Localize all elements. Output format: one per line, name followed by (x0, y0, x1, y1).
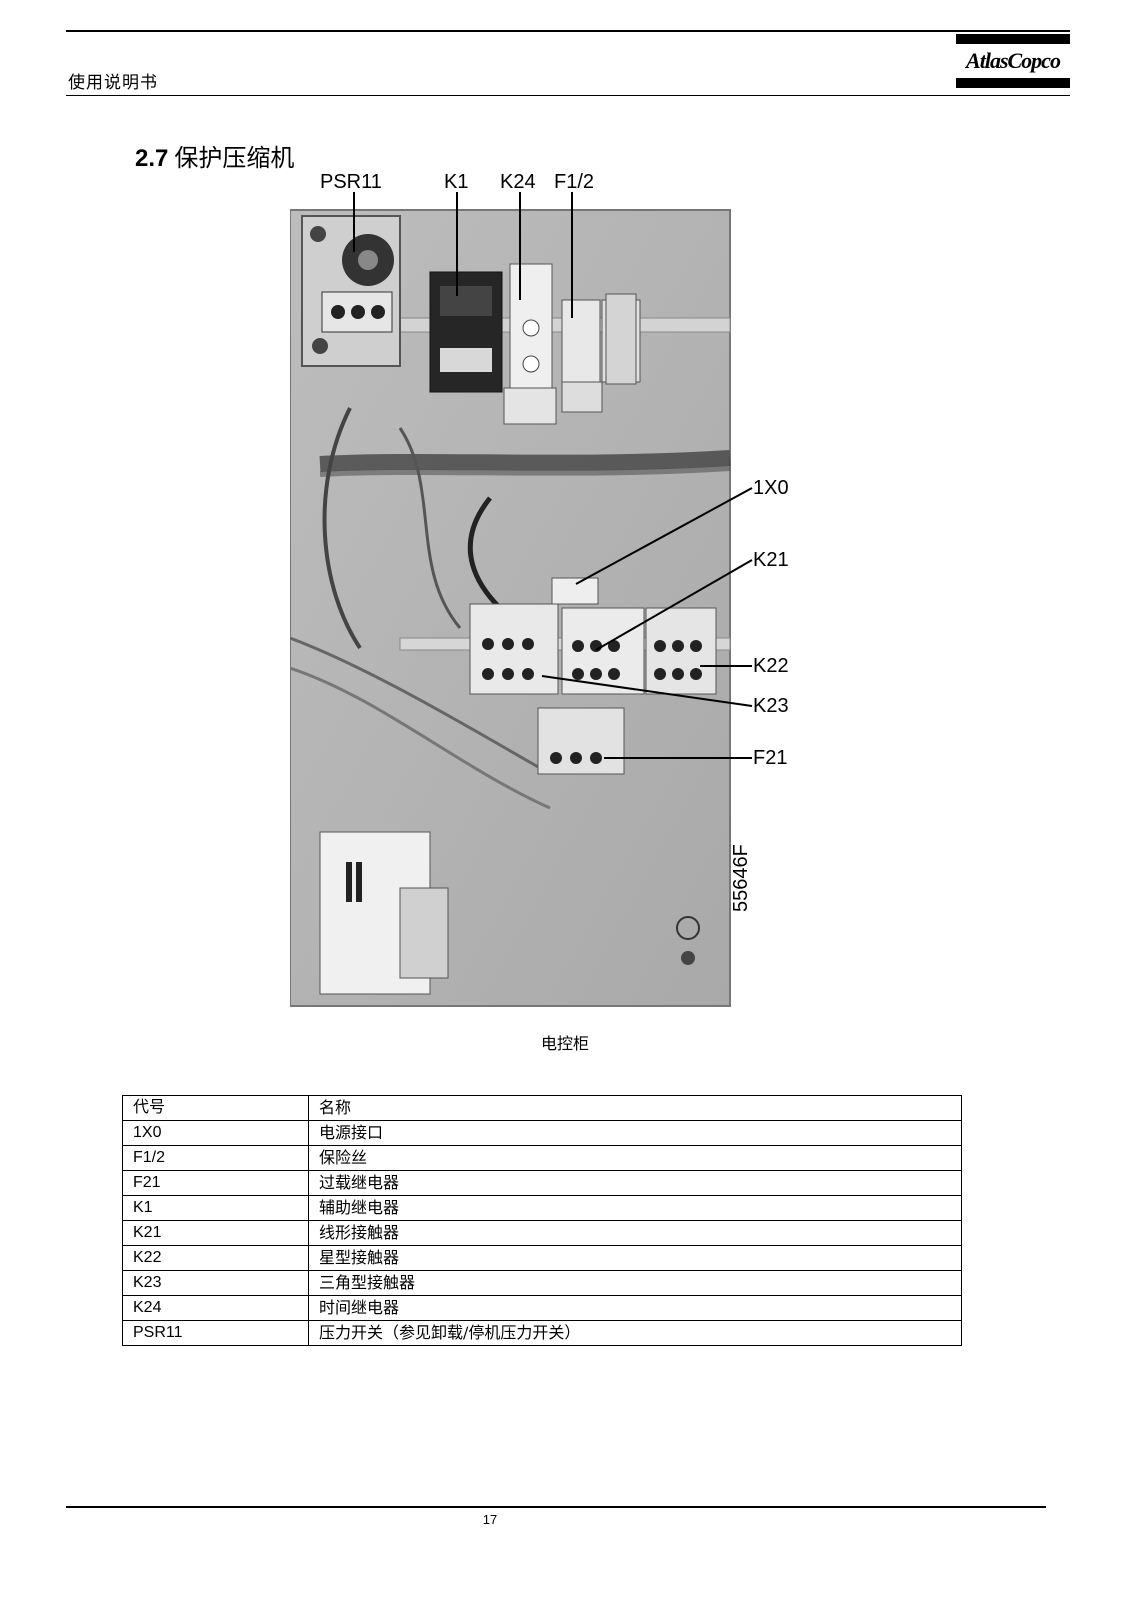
header-rule-bottom (66, 95, 1070, 96)
pressure-switch-psr11 (301, 215, 401, 367)
table-row: PSR11 压力开关（参见卸载/停机压力开关） (122, 1320, 962, 1346)
row-code: K1 (122, 1195, 309, 1221)
callout-k24: K24 (500, 171, 536, 193)
row-name: 压力开关（参见卸载/停机压力开关） (308, 1320, 962, 1346)
table-row: K22 星型接触器 (122, 1245, 962, 1271)
table-row: K24 时间继电器 (122, 1295, 962, 1321)
logo-text: AtlasCopco (966, 48, 1061, 73)
header-rule-top (66, 30, 1070, 32)
figure-caption: 电控柜 (540, 1034, 589, 1053)
legend-table: 代号 名称 1X0 电源接口 F1/2 保险丝 F21 过载继电器 K1 辅助继… (122, 1095, 962, 1346)
header-code: 代号 (122, 1095, 309, 1121)
leader-1x0 (575, 487, 753, 585)
row-name: 星型接触器 (308, 1245, 962, 1271)
callout-1x0: 1X0 (753, 477, 789, 499)
row-code: K24 (122, 1295, 309, 1321)
row-code: PSR11 (122, 1320, 309, 1346)
cabinet-photo (290, 192, 753, 1007)
ground-terminal (676, 916, 700, 940)
callout-k22: K22 (753, 655, 789, 677)
row-code: F1/2 (122, 1145, 309, 1171)
section-title: 保护压缩机 (174, 144, 295, 172)
footer-rule (66, 1506, 1046, 1508)
callout-k1: K1 (444, 171, 469, 193)
row-code: F21 (122, 1170, 309, 1196)
row-name: 辅助继电器 (308, 1195, 962, 1221)
header-name: 名称 (308, 1095, 962, 1121)
document-title: 使用说明书 (68, 73, 158, 93)
section-number: 2.7 (135, 145, 169, 172)
row-name: 线形接触器 (308, 1220, 962, 1246)
row-code: 1X0 (122, 1120, 309, 1146)
logo-bar-bottom (956, 78, 1070, 88)
page-number: 17 (482, 1512, 498, 1527)
terminal-1x0 (551, 577, 599, 605)
callout-f12: F1/2 (554, 171, 595, 193)
contactor-k22 (645, 607, 717, 695)
row-name: 三角型接触器 (308, 1270, 962, 1296)
table-row: K21 线形接触器 (122, 1220, 962, 1246)
table-header-row: 代号 名称 (122, 1095, 962, 1121)
atlas-copco-logo: AtlasCopco (956, 34, 1070, 88)
relay-k1 (429, 271, 503, 393)
callout-f21: F21 (753, 747, 788, 769)
table-row: 1X0 电源接口 (122, 1120, 962, 1146)
logo-bar-top (956, 34, 1070, 44)
table-row: K23 三角型接触器 (122, 1270, 962, 1296)
callout-k21: K21 (753, 549, 789, 571)
table-row: K1 辅助继电器 (122, 1195, 962, 1221)
callout-k23: K23 (753, 695, 789, 717)
row-name: 过载继电器 (308, 1170, 962, 1196)
row-name: 时间继电器 (308, 1295, 962, 1321)
overload-relay-f21 (537, 707, 625, 775)
row-name: 保险丝 (308, 1145, 962, 1171)
callout-psr11: PSR11 (320, 171, 382, 193)
leader-k21 (595, 559, 753, 651)
table-row: F1/2 保险丝 (122, 1145, 962, 1171)
cabinet-figure: PSR11 K1 K24 F1/2 1X0 K21 K22 K23 F21 (290, 168, 810, 1028)
leader-k23 (541, 675, 753, 707)
cable-bundle (319, 450, 731, 472)
row-code: K23 (122, 1270, 309, 1296)
contactor-k21 (561, 607, 645, 695)
contactor-k23 (469, 603, 559, 695)
row-name: 电源接口 (308, 1120, 962, 1146)
table-row: F21 过载继电器 (122, 1170, 962, 1196)
relay-k24 (503, 263, 557, 425)
transformer (319, 831, 449, 995)
row-code: K22 (122, 1245, 309, 1271)
row-code: K21 (122, 1220, 309, 1246)
figure-code: 55646F (730, 844, 752, 912)
